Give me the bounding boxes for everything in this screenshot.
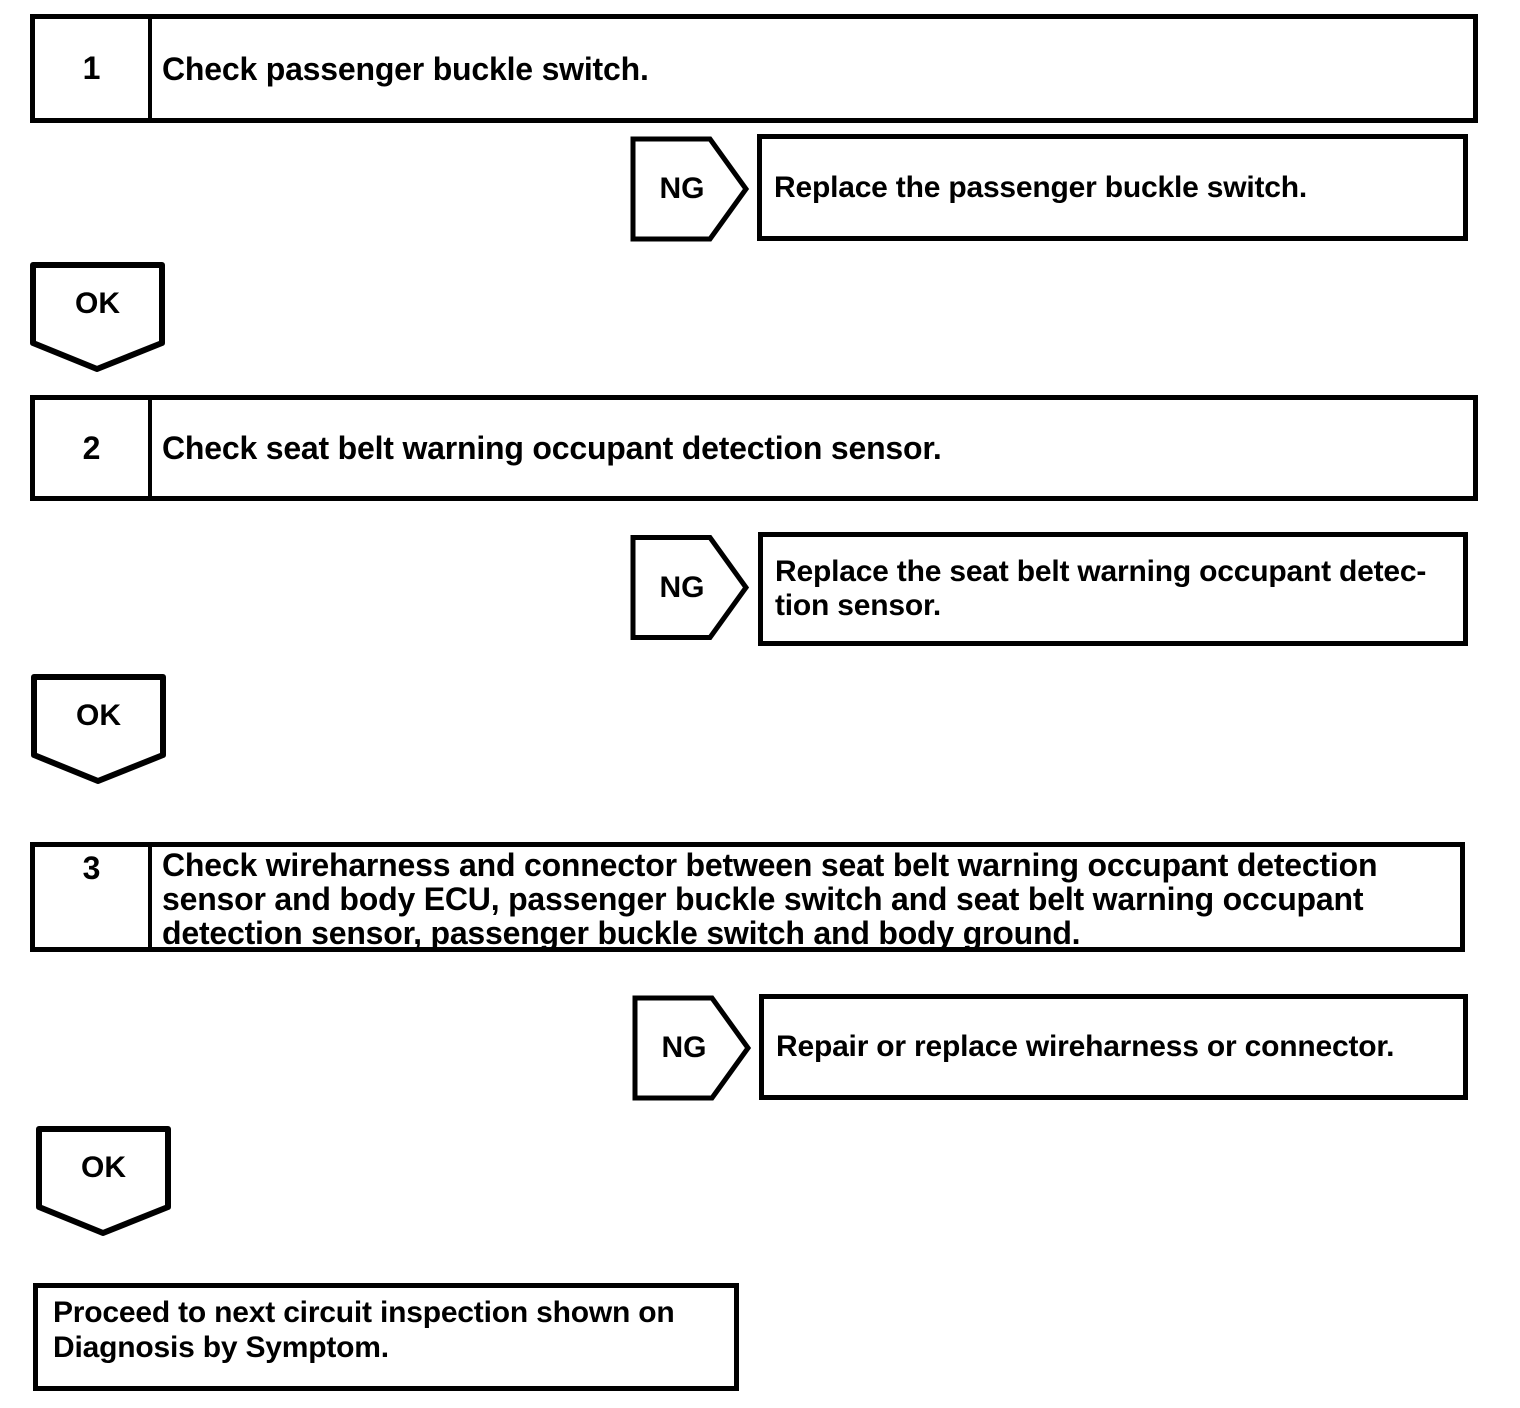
ng-label: NG <box>659 570 705 604</box>
end-line: Diagnosis by Symptom. <box>53 1331 389 1364</box>
instruction-line: sensor and body ECU, passenger buckle sw… <box>162 881 1364 917</box>
step-3-instruction: Check wireharness and connector between … <box>152 847 1460 951</box>
step-3-ng-arrow: NG <box>632 995 751 1101</box>
step-2-number: 2 <box>35 400 152 496</box>
step-3-ok-arrow: OK <box>36 1126 171 1236</box>
instruction-line: Check seat belt warning occupant detecti… <box>162 430 942 466</box>
ok-pennant-shape <box>31 674 166 784</box>
ng-label: NG <box>661 1031 707 1064</box>
end-box: Proceed to next circuit inspection shown… <box>33 1283 739 1391</box>
step-3-number: 3 <box>35 847 152 947</box>
end-line: Proceed to next circuit inspection shown… <box>53 1296 675 1329</box>
ng-result-line: Repair or replace wireharness or connect… <box>776 1030 1395 1063</box>
step-2-instruction: Check seat belt warning occupant detecti… <box>152 400 1473 496</box>
step-1-ng-arrow: NG <box>630 136 749 242</box>
ng-result-line: tion sensor. <box>775 589 941 622</box>
step-1-box: 1 Check passenger buckle switch. <box>30 14 1478 123</box>
step-1-ng-result-box: Replace the passenger buckle switch. <box>757 134 1468 241</box>
instruction-line: Check wireharness and connector between … <box>162 847 1378 883</box>
step-1-instruction: Check passenger buckle switch. <box>152 19 1473 118</box>
ok-pennant-shape <box>30 262 165 372</box>
ng-result-line: Replace the seat belt warning occupant d… <box>775 555 1427 588</box>
ok-label: OK <box>75 287 120 320</box>
step-number-text: 3 <box>82 850 101 886</box>
ng-pentagon-shape <box>632 995 751 1101</box>
step-number-text: 1 <box>82 50 101 86</box>
step-3-ng-result-box: Repair or replace wireharness or connect… <box>759 994 1468 1100</box>
instruction-line: Check passenger buckle switch. <box>162 50 649 87</box>
step-3-box: 3 Check wireharness and connector betwee… <box>30 842 1465 952</box>
ok-pennant-shape <box>36 1126 171 1236</box>
step-2-ok-arrow: OK <box>31 674 166 784</box>
ok-label: OK <box>81 1151 126 1184</box>
ok-label: OK <box>76 699 121 732</box>
step-1-ok-arrow: OK <box>30 262 165 372</box>
step-2-ng-result-box: Replace the seat belt warning occupant d… <box>758 532 1468 646</box>
ng-pentagon-shape <box>630 136 749 242</box>
step-1-number: 1 <box>35 19 152 118</box>
step-2-ng-arrow: NG <box>630 534 749 641</box>
step-2-box: 2 Check seat belt warning occupant detec… <box>30 395 1478 501</box>
ng-pentagon-shape <box>630 535 749 640</box>
ng-result-line: Replace the passenger buckle switch. <box>774 170 1308 204</box>
ng-label: NG <box>659 172 705 205</box>
step-number-text: 2 <box>82 429 101 466</box>
instruction-line: detection sensor, passenger buckle switc… <box>162 915 1081 951</box>
